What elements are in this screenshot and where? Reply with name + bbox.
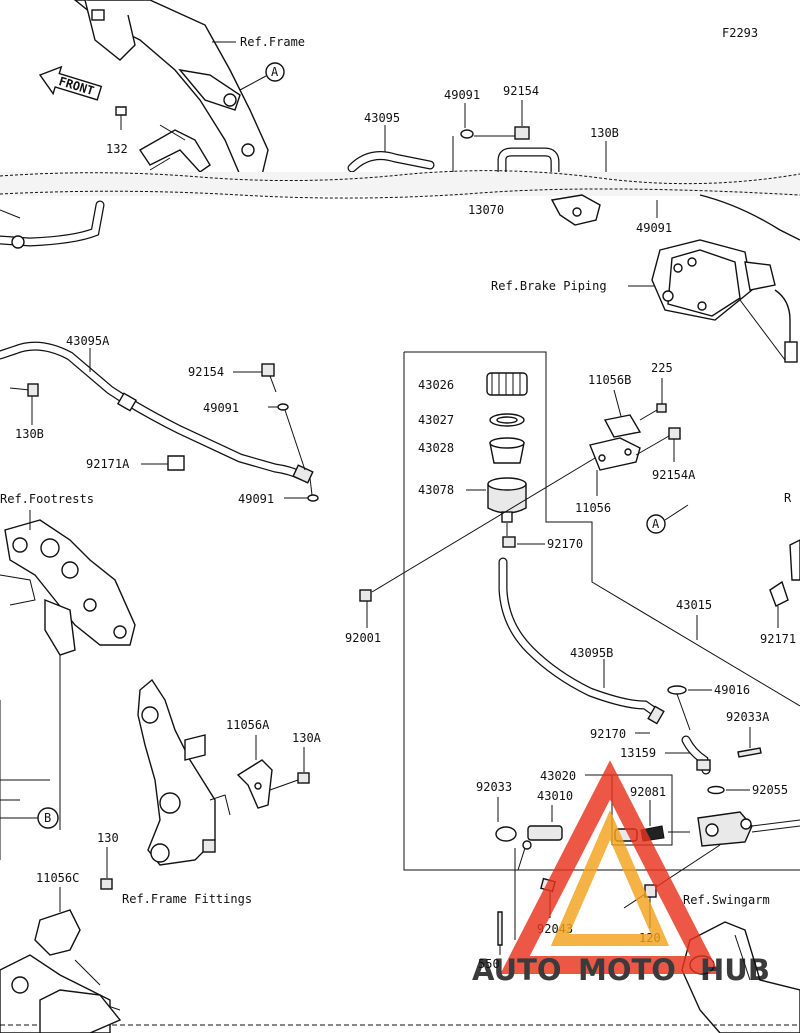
label-92170-top: 92170 (547, 537, 583, 551)
label-92154-mid: 92154 (188, 365, 224, 379)
bracket-11056b (603, 414, 642, 438)
label-43027: 43027 (418, 413, 454, 427)
ref-edge-r: R (784, 491, 792, 505)
watermark-hub: HUB (700, 953, 770, 987)
clamp-92170-top (502, 536, 516, 548)
screw-132 (115, 106, 127, 130)
label-11056b: 11056B (588, 373, 631, 387)
label-43078: 43078 (418, 483, 454, 497)
label-92055: 92055 (752, 783, 788, 797)
bolt-130b-left (9, 383, 39, 425)
ref-frame-fittings: Ref.Frame Fittings (122, 892, 252, 906)
screw-92001 (359, 589, 372, 602)
label-43095b: 43095B (570, 646, 613, 660)
label-132: 132 (106, 142, 128, 156)
marker-b-label: B (44, 811, 51, 825)
label-43095: 43095 (364, 111, 400, 125)
clamp-92170-bot (647, 705, 665, 725)
fitting-13159 (681, 735, 711, 775)
frame-assembly (73, 0, 269, 176)
automotohub-logo: AUTO MOTO HUB (472, 760, 770, 987)
reservoir-tank-43078 (487, 477, 527, 523)
label-92154a: 92154A (652, 468, 696, 482)
diagram-id: F2293 (722, 26, 758, 40)
bolt-92154a (668, 427, 681, 440)
label-550: 550 (478, 957, 500, 971)
label-49016: 49016 (714, 683, 750, 697)
bolt-130a (297, 772, 310, 784)
washer-92055 (707, 785, 725, 795)
label-92001: 92001 (345, 631, 381, 645)
fastener-line-92001 (371, 457, 596, 593)
label-13159: 13159 (620, 746, 656, 760)
ref-swingarm: Ref.Swingarm (683, 893, 770, 907)
label-49091-mid1: 49091 (203, 401, 239, 415)
label-130b-left: 130B (15, 427, 44, 441)
reservoir-box-left (403, 352, 800, 871)
front-arrow: FRONT (38, 65, 103, 101)
label-92170-bot: 92170 (590, 727, 626, 741)
front-label: FRONT (57, 74, 96, 98)
label-92154-top: 92154 (503, 84, 539, 98)
label-130a: 130A (292, 731, 322, 745)
washer-49091-top (460, 129, 474, 139)
footrest-plate (0, 510, 136, 656)
marker-a-box (646, 514, 666, 534)
bolt-130 (100, 878, 113, 890)
master-cylinder (697, 811, 800, 847)
clamp-92171a (167, 455, 185, 471)
ref-brake-piping: Ref.Brake Piping (491, 279, 607, 293)
label-43020: 43020 (540, 769, 576, 783)
circlip-92033 (495, 826, 517, 842)
label-92081: 92081 (630, 785, 666, 799)
reservoir-cap-43026 (486, 372, 528, 396)
label-43028: 43028 (418, 441, 454, 455)
label-43010: 43010 (537, 789, 573, 803)
abs-modulator (651, 194, 800, 363)
label-13070: 13070 (468, 203, 504, 217)
label-130b-top: 130B (590, 126, 619, 140)
washer-49091-mid2 (307, 494, 319, 502)
pushrod-43010 (517, 825, 563, 871)
label-92171a: 92171A (86, 457, 130, 471)
ref-frame: Ref.Frame (240, 35, 305, 49)
pin-550 (497, 911, 503, 946)
label-92033: 92033 (476, 780, 512, 794)
brake-pedal (137, 678, 231, 866)
washer-49016 (667, 685, 687, 695)
clip-92033a (737, 747, 762, 758)
label-49091-top: 49091 (444, 88, 480, 102)
label-11056a: 11056A (226, 718, 270, 732)
watermark-moto: MOTO (578, 953, 676, 987)
label-43095a: 43095A (66, 334, 110, 348)
label-43026: 43026 (418, 378, 454, 392)
bracket-11056 (589, 437, 641, 471)
label-49091-right: 49091 (636, 221, 672, 235)
label-11056c: 11056C (36, 871, 79, 885)
marker-a-box-label: A (652, 517, 660, 531)
reservoir-box-top (404, 351, 800, 707)
label-225: 225 (651, 361, 673, 375)
label-92033a: 92033A (726, 710, 770, 724)
break-band (0, 172, 800, 196)
marker-a-top (265, 62, 285, 82)
label-49091-mid2: 49091 (238, 492, 274, 506)
label-92171-edge: 92171 (760, 632, 796, 646)
ref-footrests: Ref.Footrests (0, 492, 94, 506)
label-11056: 11056 (575, 501, 611, 515)
banjo-bolt-92154 (261, 363, 275, 377)
label-43015: 43015 (676, 598, 712, 612)
bolt-92154-top (514, 126, 530, 140)
marker-a-top-label: A (271, 65, 279, 79)
watermark-auto: AUTO (472, 953, 562, 987)
screw-225 (656, 403, 667, 413)
label-130: 130 (97, 831, 119, 845)
clamp-92171-edge (769, 580, 789, 607)
washer-49091-mid1 (277, 403, 289, 411)
